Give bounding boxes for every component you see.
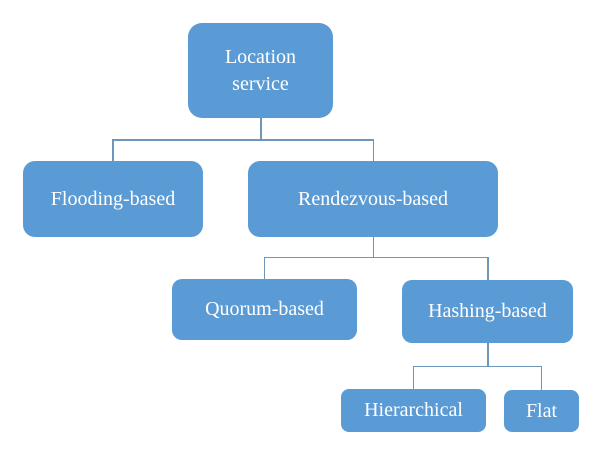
node-rendezvous-based-label: Rendezvous-based bbox=[298, 187, 448, 210]
node-flat: Flat bbox=[504, 390, 579, 432]
connector-flooding-drop bbox=[112, 139, 114, 161]
connector-rendezvous-drop bbox=[372, 139, 374, 161]
node-location-service: Location service bbox=[188, 23, 333, 118]
connector-hashing-drop bbox=[487, 256, 489, 281]
connector-level1-crossbar bbox=[112, 139, 374, 141]
node-hierarchical-label: Hierarchical bbox=[364, 399, 463, 421]
connector-level3-crossbar bbox=[412, 365, 542, 367]
node-flat-label: Flat bbox=[525, 399, 558, 422]
connector-hierarchical-drop bbox=[412, 365, 414, 390]
connector-flat-drop bbox=[540, 365, 542, 391]
node-hashing-based: Hashing-based bbox=[402, 280, 573, 343]
node-flooding-based: Flooding-based bbox=[23, 161, 203, 237]
connector-quorum-drop bbox=[263, 256, 265, 280]
node-quorum-based-label: Quorum-based bbox=[205, 298, 324, 320]
connector-location-stem bbox=[260, 118, 262, 139]
connector-level2-crossbar bbox=[263, 256, 489, 258]
connector-hashing-stem bbox=[487, 343, 489, 366]
node-location-service-label: Location service bbox=[224, 45, 297, 95]
connector-rendezvous-stem bbox=[372, 237, 374, 257]
node-flooding-based-label: Flooding-based bbox=[50, 187, 176, 210]
node-hierarchical: Hierarchical bbox=[341, 389, 486, 432]
node-quorum-based: Quorum-based bbox=[172, 279, 357, 340]
node-rendezvous-based: Rendezvous-based bbox=[248, 161, 498, 237]
node-hashing-based-label: Hashing-based bbox=[428, 300, 547, 322]
